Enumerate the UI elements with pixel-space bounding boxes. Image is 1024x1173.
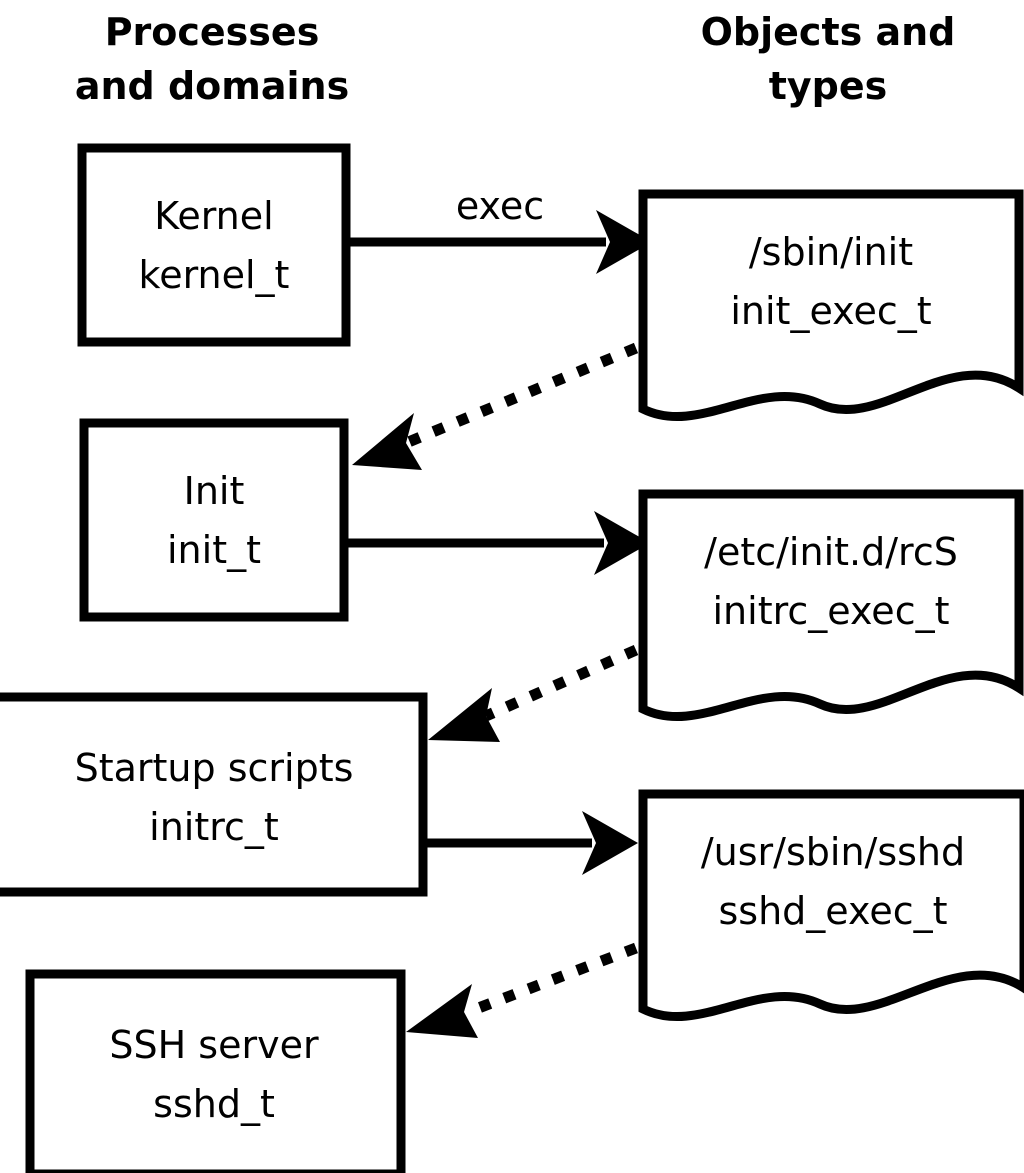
arrow-head (352, 413, 422, 470)
node-sshd[interactable]: SSH server sshd_t (25, 969, 406, 1173)
node-initrc-exec-doc[interactable] (638, 489, 1024, 722)
node-init-box[interactable] (79, 418, 349, 622)
node-sshd-exec-line2: sshd_exec_t (718, 889, 947, 933)
node-initrc-box[interactable] (0, 692, 428, 897)
node-kernel[interactable]: Kernel kernel_t (77, 143, 351, 347)
node-kernel-line2: kernel_t (139, 253, 290, 297)
edge-init-exec-initrc (348, 511, 650, 575)
arrow-head (594, 511, 650, 575)
node-kernel-box[interactable] (77, 143, 351, 347)
node-init-line1: Init (184, 469, 245, 513)
node-sshd-exec-doc[interactable] (638, 789, 1024, 1022)
arrow-head (582, 811, 638, 875)
node-init-exec[interactable]: /sbin/init init_exec_t (638, 189, 1024, 422)
header-right-line1: Objects and (701, 10, 956, 54)
node-kernel-line1: Kernel (154, 194, 273, 238)
node-init-exec-line1: /sbin/init (749, 230, 913, 274)
column-header-left: Processes and domains (75, 10, 349, 108)
header-right-line2: types (769, 64, 888, 108)
node-initrc-line2: initrc_t (149, 805, 279, 849)
edge-init-exec-to-init (352, 342, 639, 470)
edge-line (403, 342, 639, 449)
edge-line (483, 644, 639, 722)
edge-initrc-exec-sshd (427, 811, 638, 875)
edge-line (466, 942, 638, 1018)
arrow-head (596, 210, 652, 274)
node-init-line2: init_t (167, 528, 261, 572)
edge-kernel-exec-init: exec (350, 184, 652, 274)
node-initrc[interactable]: Startup scripts initrc_t (0, 692, 428, 897)
node-initrc-exec-line1: /etc/init.d/rcS (704, 530, 958, 574)
node-initrc-exec-line2: initrc_exec_t (713, 589, 950, 633)
node-initrc-line1: Startup scripts (75, 746, 354, 790)
edge-initrc-exec-to-initrc (428, 644, 639, 742)
header-left-line1: Processes (105, 10, 320, 54)
node-init-exec-doc[interactable] (638, 189, 1024, 422)
node-init-exec-line2: init_exec_t (730, 289, 931, 333)
node-sshd-exec[interactable]: /usr/sbin/sshd sshd_exec_t (638, 789, 1024, 1022)
arrow-head (406, 984, 478, 1038)
node-sshd-exec-line1: /usr/sbin/sshd (701, 830, 965, 874)
node-sshd-line2: sshd_t (153, 1082, 275, 1126)
node-sshd-line1: SSH server (109, 1023, 319, 1067)
edge-sshd-exec-to-sshd (406, 942, 638, 1038)
edge-label-exec: exec (456, 184, 544, 228)
node-sshd-box[interactable] (25, 969, 406, 1173)
header-left-line2: and domains (75, 64, 349, 108)
arrow-head (428, 688, 500, 742)
node-initrc-exec[interactable]: /etc/init.d/rcS initrc_exec_t (638, 489, 1024, 722)
node-init[interactable]: Init init_t (79, 418, 349, 622)
column-header-right: Objects and types (701, 10, 956, 108)
